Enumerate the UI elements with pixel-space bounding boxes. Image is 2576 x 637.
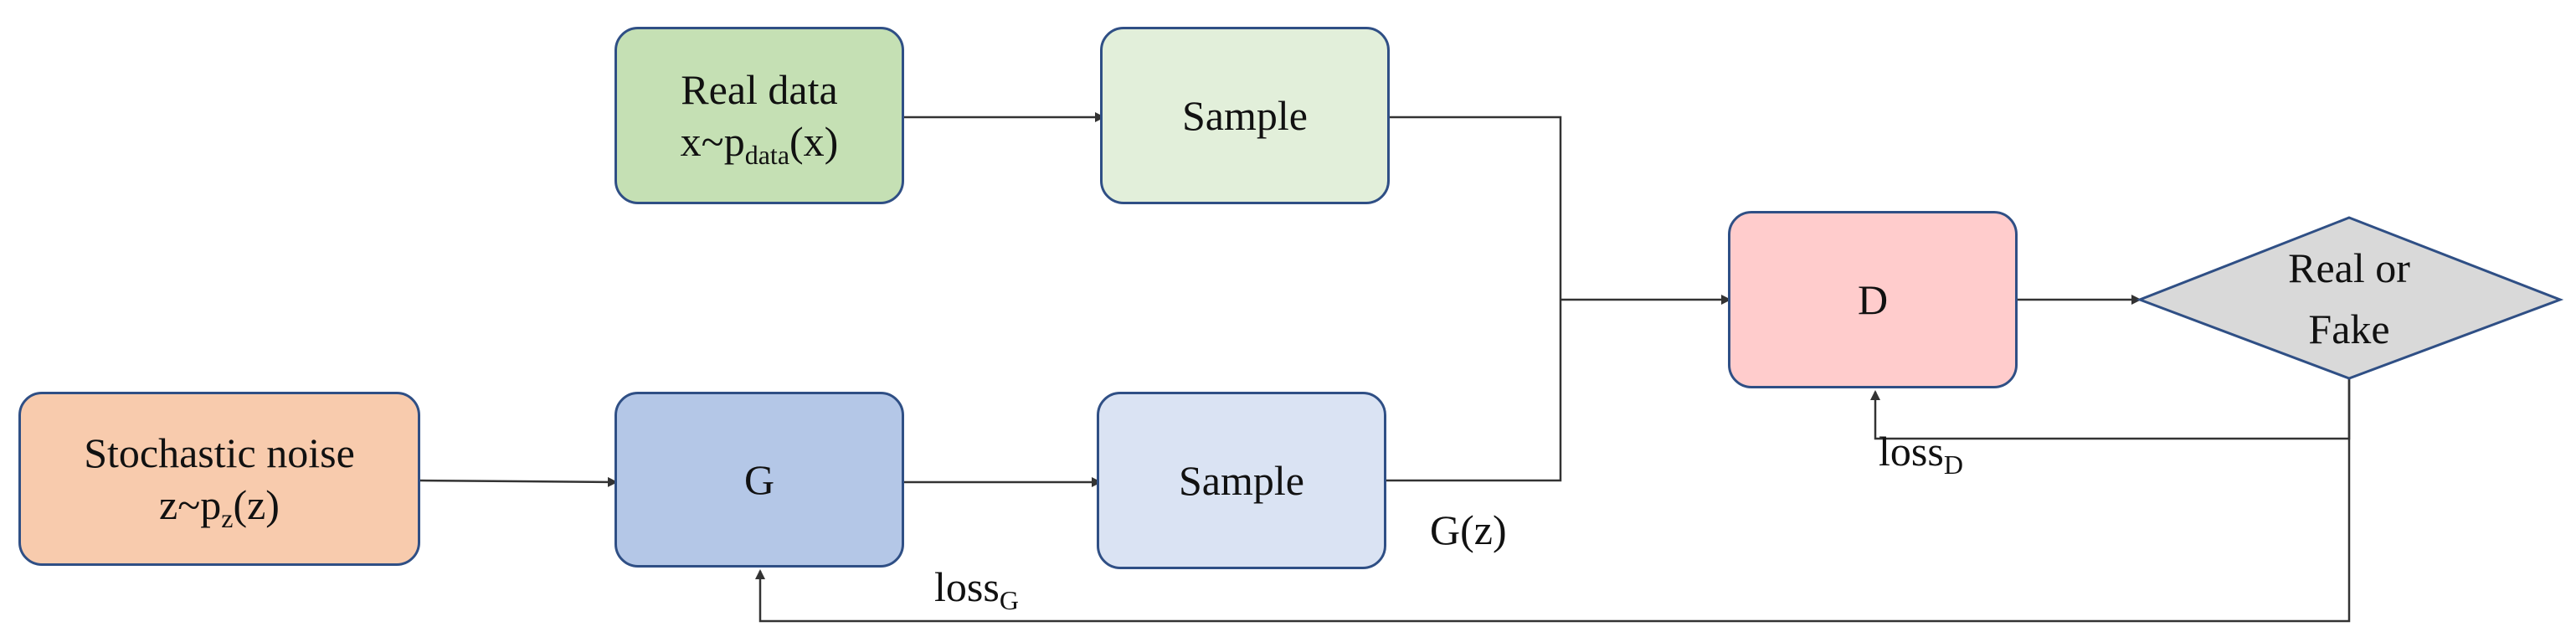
decision-line-2: Fake: [2308, 305, 2390, 352]
generator-label: G: [743, 455, 775, 503]
decision-label: Real or Fake: [2224, 238, 2475, 359]
stochastic-noise-distribution: z~pz(z): [159, 481, 280, 533]
sample-bottom-label: Sample: [1179, 456, 1304, 504]
edge-loss-g-feedback: [755, 378, 2351, 623]
stochastic-noise-node: Stochastic noise z~pz(z): [18, 392, 420, 566]
edge-sample-top-to-merge: [1390, 116, 1562, 300]
real-data-title: Real data: [681, 65, 838, 113]
discriminator-label: D: [1857, 275, 1889, 323]
decision-line-1: Real or: [2288, 244, 2410, 291]
real-data-distribution: x~pdata(x): [680, 118, 839, 170]
loss-d-label: lossD: [1879, 428, 1963, 480]
edge-sample-bottom-to-merge: [1386, 300, 1562, 482]
real-data-node: Real data x~pdata(x): [614, 27, 904, 204]
decision-diamond: [2136, 216, 2564, 380]
discriminator-node: D: [1728, 211, 2018, 388]
stochastic-noise-title: Stochastic noise: [84, 429, 355, 476]
sample-top-node: Sample: [1100, 27, 1390, 204]
gz-label: G(z): [1430, 506, 1507, 553]
sample-top-label: Sample: [1182, 91, 1308, 139]
generator-node: G: [614, 392, 904, 568]
sample-bottom-node: Sample: [1097, 392, 1386, 569]
edge-noise-to-generator: [418, 476, 618, 487]
loss-g-label: lossG: [934, 563, 1019, 615]
